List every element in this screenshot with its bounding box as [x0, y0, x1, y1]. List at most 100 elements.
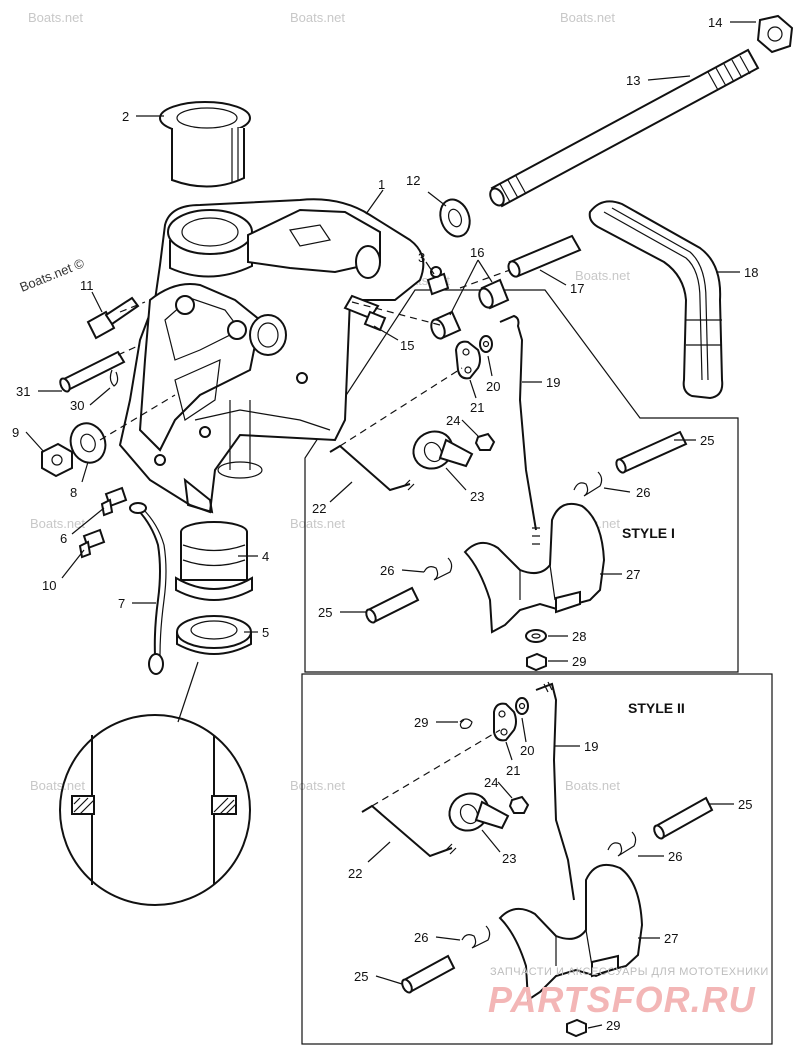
brand-logo-text: PARTSFOR.RU	[488, 979, 756, 1020]
style-ii-part-24-nut	[508, 795, 530, 814]
watermark-text: Boats.net	[30, 516, 85, 531]
callout-12: 12	[406, 173, 420, 188]
style-i-part-29-nut	[526, 652, 547, 672]
callout-31: 31	[16, 384, 30, 399]
watermark-text: Boats.net	[575, 268, 630, 283]
callout-25-style-i-upper: 25	[700, 433, 714, 448]
style-i-part-26-spring-lower	[423, 557, 453, 581]
callout-25-style-ii-lower: 25	[354, 969, 368, 984]
style-ii-part-20-washer	[515, 697, 529, 715]
callout-2: 2	[122, 109, 129, 124]
callout-20-style-ii: 20	[520, 743, 534, 758]
part-15-bolt	[343, 294, 387, 332]
watermark-text: Boats.net	[290, 516, 345, 531]
part-13-shaft	[489, 48, 760, 208]
style-i-label: STYLE I	[622, 525, 675, 541]
watermark-text: Boats.net	[565, 778, 620, 793]
callout-22-style-i: 22	[312, 501, 326, 516]
part-18-strap	[588, 200, 724, 400]
part-5-seal	[176, 615, 252, 655]
style-i-part-19-rod	[499, 314, 540, 545]
style-ii-part-29-clip	[459, 718, 473, 729]
style-i-part-23-lock-collar	[412, 430, 474, 470]
watermark-text: Boats.net	[560, 10, 615, 25]
style-i-part-22-link-rod	[329, 444, 415, 492]
callout-23-style-ii: 23	[502, 851, 516, 866]
watermark-text: Boats.net	[290, 10, 345, 25]
style-ii-part-26-spring-upper	[607, 831, 637, 857]
callout-30: 30	[70, 398, 84, 413]
style-i-part-25-pin-upper	[615, 430, 688, 474]
style-ii-part-29-nut	[566, 1018, 587, 1038]
style-ii-frame	[301, 673, 773, 1045]
callout-29-style-ii-nut: 29	[606, 1018, 620, 1033]
callout-13: 13	[626, 73, 640, 88]
callout-3: 3	[418, 250, 425, 265]
style-ii-part-21-link	[493, 702, 517, 742]
callout-22-style-ii: 22	[348, 866, 362, 881]
callout-26-style-ii-lower: 26	[414, 930, 428, 945]
callout-26-style-i-lower: 26	[380, 563, 394, 578]
brand-logo: ЗАПЧАСТИ И АКСЕССУАРЫ ДЛЯ МОТОТЕХНИКИ PA…	[488, 966, 769, 1020]
detail-magnified-view	[59, 661, 251, 906]
callout-27-style-ii: 27	[664, 931, 678, 946]
callout-29-style-i: 29	[572, 654, 586, 669]
callout-4: 4	[262, 549, 269, 564]
callout-10: 10	[42, 578, 56, 593]
callout-17: 17	[570, 281, 584, 296]
callout-25-style-ii-upper: 25	[738, 797, 752, 812]
style-ii-part-25-pin-upper	[653, 796, 714, 840]
style-ii-part-19-rod	[535, 681, 575, 901]
style-ii-part-26-spring-lower	[461, 925, 491, 949]
part-7-ground-strap	[129, 502, 167, 675]
part-3-grease-fitting	[426, 266, 450, 296]
callout-24-style-i: 24	[446, 413, 460, 428]
part-1-swivel-bracket	[118, 198, 425, 514]
watermark-text: Boats.net	[28, 10, 83, 25]
style-i-part-28-washer	[525, 629, 547, 643]
watermark-credit-text: Boats.net ©	[18, 255, 87, 295]
part-17-pin	[507, 234, 582, 278]
callout-1: 1	[378, 177, 385, 192]
callout-23-style-i: 23	[470, 489, 484, 504]
callout-28-style-i: 28	[572, 629, 586, 644]
part-11-cap-screw	[86, 296, 140, 340]
style-i-part-24-nut	[474, 432, 496, 451]
callout-numbers: 1 2 3 4 5 6 7 8 9 10 11 12 13 14 15 16 1…	[12, 15, 758, 1033]
callout-26-style-ii-upper: 26	[668, 849, 682, 864]
style-ii-part-27-cradle	[498, 864, 644, 1002]
style-ii-part-23-lock-collar	[448, 792, 510, 832]
callout-7: 7	[118, 596, 125, 611]
callout-14: 14	[708, 15, 722, 30]
part-12-washer	[439, 198, 471, 238]
callout-11: 11	[80, 278, 94, 293]
callout-19-style-ii: 19	[584, 739, 598, 754]
callout-6: 6	[60, 531, 67, 546]
callout-16: 16	[470, 245, 484, 260]
part-4-sleeve	[175, 521, 253, 601]
callout-19-style-i: 19	[546, 375, 560, 390]
callout-21-style-ii: 21	[506, 763, 520, 778]
part-9-nut	[41, 442, 73, 478]
callout-25-style-i-lower: 25	[318, 605, 332, 620]
assembly-lines	[99, 269, 511, 807]
part-2-bushing	[159, 101, 251, 188]
style-i-part-26-spring-upper	[573, 471, 603, 497]
brand-subtitle: ЗАПЧАСТИ И АКСЕССУАРЫ ДЛЯ МОТОТЕХНИКИ	[490, 966, 769, 978]
style-ii-part-22-link-rod	[361, 804, 457, 858]
callout-15: 15	[400, 338, 414, 353]
part-14-nut	[756, 14, 794, 54]
callout-21-style-i: 21	[470, 400, 484, 415]
style-i-part-25-pin-lower	[365, 586, 420, 624]
callout-5: 5	[262, 625, 269, 640]
callout-8: 8	[70, 485, 77, 500]
callout-18: 18	[744, 265, 758, 280]
part-6-screw	[100, 486, 128, 517]
callout-9: 9	[12, 425, 19, 440]
callout-29-style-ii-clip: 29	[414, 715, 428, 730]
style-ii-label: STYLE II	[628, 700, 685, 716]
callout-20-style-i: 20	[486, 379, 500, 394]
part-10-screw	[78, 528, 106, 559]
